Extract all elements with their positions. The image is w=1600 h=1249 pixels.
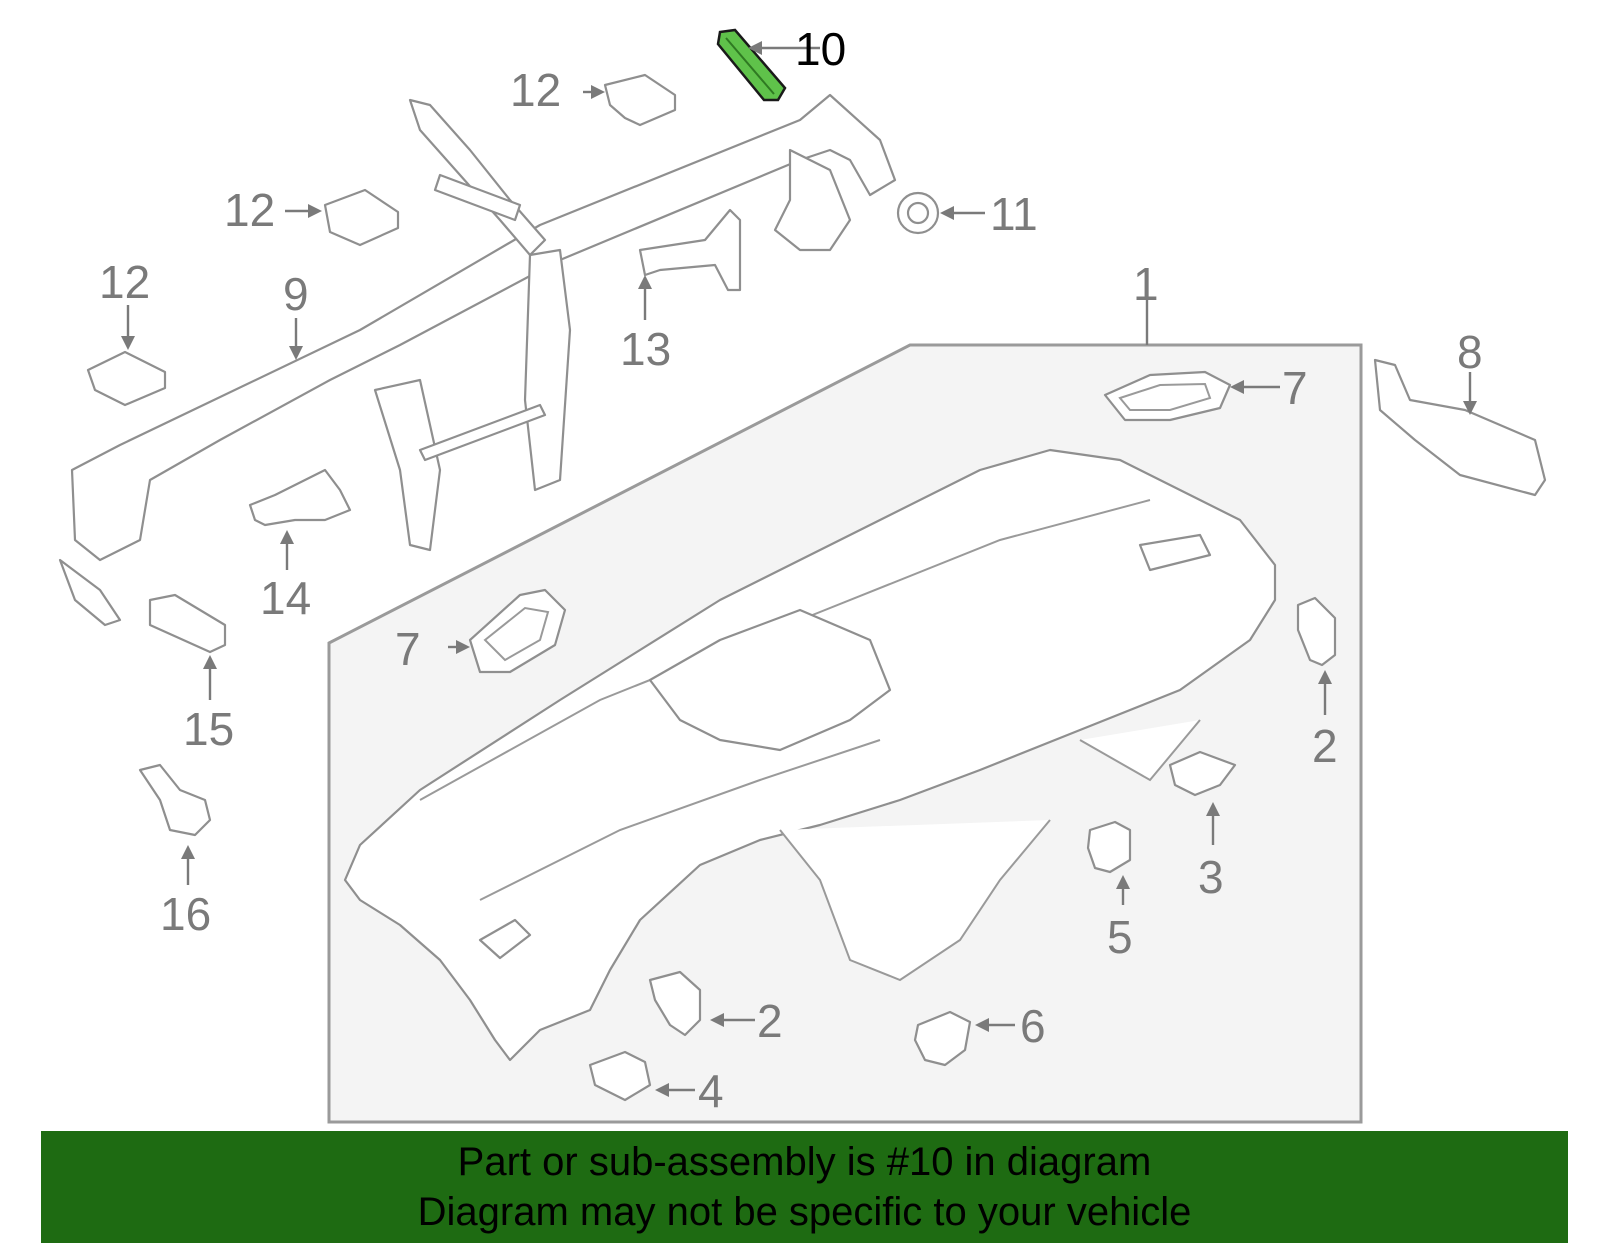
callout-14: 14 xyxy=(260,572,311,624)
part-12-bracket-top xyxy=(603,73,677,127)
callout-1: 1 xyxy=(1133,258,1159,310)
callout-arrows xyxy=(121,41,1477,1097)
callout-12-left: 12 xyxy=(99,256,150,308)
callout-15: 15 xyxy=(183,703,234,755)
part-12-bracket-left xyxy=(86,350,167,407)
part-14-bracket xyxy=(248,468,352,527)
part-12-bracket-mid xyxy=(323,188,400,247)
callout-7-right: 7 xyxy=(1282,362,1308,414)
dashboard-body xyxy=(343,448,1277,1062)
banner-line-2: Diagram may not be specific to your vehi… xyxy=(417,1190,1192,1234)
part-15-trim xyxy=(148,593,227,654)
callout-5: 5 xyxy=(1107,911,1133,963)
callout-12-top: 12 xyxy=(510,64,561,116)
cross-car-beam xyxy=(58,93,897,627)
callout-10: 10 xyxy=(795,23,846,75)
part-7-vent-right xyxy=(1103,370,1232,422)
callout-13: 13 xyxy=(620,323,671,375)
banner-line-1: Part or sub-assembly is #10 in diagram xyxy=(457,1140,1152,1184)
callout-4: 4 xyxy=(698,1065,724,1117)
callout-2-left: 2 xyxy=(757,995,783,1047)
callout-8: 8 xyxy=(1457,326,1483,378)
part-2-clip-right xyxy=(1296,596,1337,667)
part-6-clip xyxy=(913,1010,972,1067)
part-13-bracket xyxy=(638,208,742,292)
info-banner: Part or sub-assembly is #10 in diagram D… xyxy=(41,1131,1568,1243)
part-5-clip xyxy=(1086,820,1132,874)
callout-12-mid: 12 xyxy=(224,184,275,236)
part-16-bracket xyxy=(138,763,212,837)
part-2-clip-left xyxy=(648,970,702,1037)
part-8-duct xyxy=(1373,358,1547,497)
part-7-vent-left xyxy=(468,588,567,674)
callout-7-left: 7 xyxy=(395,623,421,675)
callout-9: 9 xyxy=(283,268,309,320)
callout-3: 3 xyxy=(1198,851,1224,903)
part-3-clip xyxy=(1168,750,1237,797)
part-10-highlight xyxy=(716,28,787,102)
callout-6: 6 xyxy=(1020,1000,1046,1052)
callout-2-right: 2 xyxy=(1312,720,1338,772)
part-11-grommet xyxy=(896,191,940,235)
callout-11: 11 xyxy=(990,188,1038,240)
part-4-clip xyxy=(588,1050,652,1102)
callout-16: 16 xyxy=(160,888,211,940)
